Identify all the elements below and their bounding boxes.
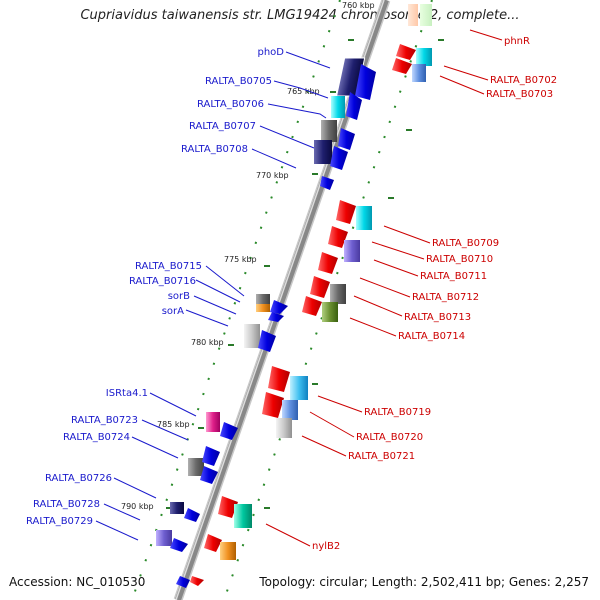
scale-tick-label: 765 kbp [287,87,320,96]
right-gene-labels: phnR RALTA_B0702 RALTA_B0703 RALTA_B0709… [312,36,557,552]
gene-label-ralta-b0719[interactable]: RALTA_B0719 [364,407,431,418]
gene-label-ralta-b0715[interactable]: RALTA_B0715 [135,261,202,272]
gene-label-ralta-b0713[interactable]: RALTA_B0713 [404,312,471,323]
gene-label-ralta-b0702[interactable]: RALTA_B0702 [490,75,557,86]
left-strand-guide [131,0,341,600]
gene-label-ralta-b0720[interactable]: RALTA_B0720 [356,432,423,443]
gene-label-ralta-b0707[interactable]: RALTA_B0707 [189,121,256,132]
scale-guides [131,0,433,600]
right-leader-lines [265,29,503,547]
gene-label-ralta-b0724[interactable]: RALTA_B0724 [63,432,130,443]
gene-features-left [156,57,376,588]
gene-label-phnR[interactable]: phnR [504,36,530,47]
gene-label-ralta-b0705[interactable]: RALTA_B0705 [205,76,272,87]
gene-label-nylB2[interactable]: nylB2 [312,541,340,552]
gene-label-ralta-b0728[interactable]: RALTA_B0728 [33,499,100,510]
gene-label-ralta-b0729[interactable]: RALTA_B0729 [26,516,93,527]
gene-label-ralta-b0721[interactable]: RALTA_B0721 [348,451,415,462]
gene-label-ralta-b0723[interactable]: RALTA_B0723 [71,415,138,426]
gene-label-ralta-b0706[interactable]: RALTA_B0706 [197,99,264,110]
scale-tick-label: 780 kbp [191,338,224,347]
gene-label-ralta-b0712[interactable]: RALTA_B0712 [412,292,479,303]
scale-tick-label: 770 kbp [256,171,289,180]
gene-label-ralta-b0714[interactable]: RALTA_B0714 [398,331,465,342]
scale-tick-label: 790 kbp [121,502,154,511]
right-strand-guide [223,0,433,600]
gene-label-ralta-b0716[interactable]: RALTA_B0716 [129,276,196,287]
left-gene-labels: phoD RALTA_B0705 RALTA_B0706 RALTA_B0707… [26,47,284,527]
scale-ticks: 760 kbp 765 kbp 770 kbp 775 kbp 780 kbp … [121,1,444,511]
gene-label-phoD[interactable]: phoD [257,47,284,58]
accession-label: Accession: NC_010530 [9,575,146,589]
scale-tick-label: 785 kbp [157,420,190,429]
gene-label-sorA[interactable]: sorA [162,306,184,317]
gene-label-ralta-b0703[interactable]: RALTA_B0703 [486,89,553,100]
gene-label-ralta-b0711[interactable]: RALTA_B0711 [420,271,487,282]
gene-label-ralta-b0708[interactable]: RALTA_B0708 [181,144,248,155]
gene-label-ralta-b0726[interactable]: RALTA_B0726 [45,473,112,484]
gene-label-isrta4-1[interactable]: ISRta4.1 [106,388,148,399]
topology-summary: Topology: circular; Length: 2,502,411 bp… [259,575,589,589]
scale-tick-label: 760 kbp [342,1,375,10]
gene-features-right [190,4,432,586]
left-leader-lines [95,51,331,541]
gene-label-ralta-b0709[interactable]: RALTA_B0709 [432,238,499,249]
scale-tick-label: 775 kbp [224,255,257,264]
gene-label-sorB[interactable]: sorB [168,291,190,302]
gene-label-ralta-b0710[interactable]: RALTA_B0710 [426,254,493,265]
